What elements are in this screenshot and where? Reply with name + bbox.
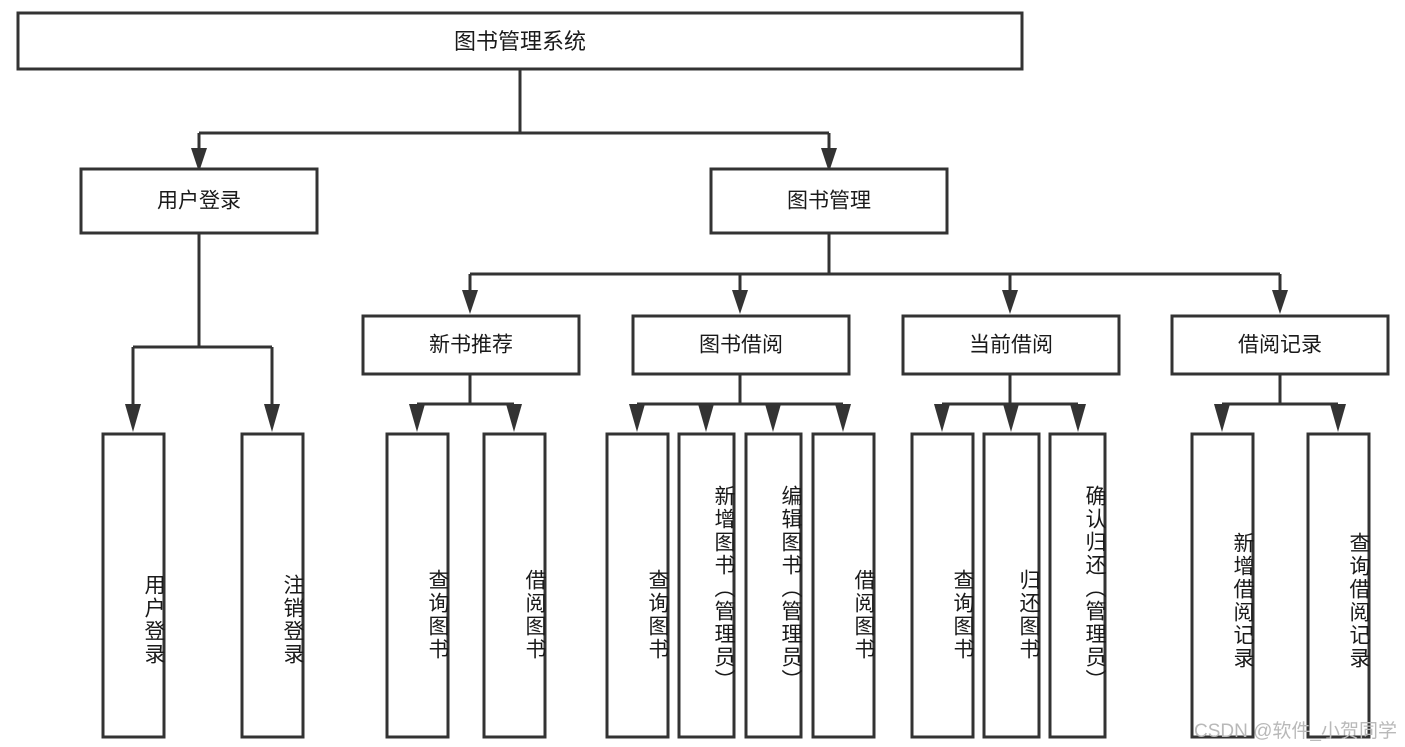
arrow-to-leaf-query-record	[1330, 404, 1346, 432]
node-box-current-borrow[interactable]	[901, 314, 1121, 376]
node-box-borrow-record[interactable]	[1170, 314, 1390, 376]
node-box-root[interactable]	[16, 11, 1024, 71]
node-box-leaf-return-book[interactable]	[982, 432, 1041, 739]
arrow-to-leaf-borrow-book-2	[835, 404, 851, 432]
edge-newbook-to-leaves	[415, 374, 516, 412]
node-book-borrow[interactable]: 图书借阅	[631, 314, 851, 376]
node-box-leaf-query-book-2[interactable]	[605, 432, 670, 739]
node-box-leaf-add-record[interactable]	[1190, 432, 1255, 739]
connector-layer	[125, 69, 1346, 432]
node-label-book-borrow: 图书借阅	[699, 334, 783, 357]
node-label-root: 图书管理系统	[454, 29, 586, 54]
node-box-leaf-edit-book[interactable]	[744, 432, 803, 739]
node-label-current-borrow: 当前借阅	[969, 334, 1053, 357]
arrow-to-leaf-confirm-return	[1070, 404, 1086, 432]
node-layer: 图书管理系统 用户登录 图书管理 新书推荐 图书借阅	[16, 11, 1390, 739]
arrow-to-leaf-query-book-3	[934, 404, 950, 432]
node-label-book-manage: 图书管理	[787, 190, 871, 213]
csdn-watermark: CSDN @软件_小贺同学	[1194, 721, 1397, 742]
edge-userlogin-to-leaves	[131, 233, 274, 404]
arrow-to-leaf-query-book-1	[409, 404, 425, 432]
node-current-borrow[interactable]: 当前借阅	[901, 314, 1121, 376]
node-label-user-login: 用户登录	[157, 190, 241, 213]
node-box-leaf-query-book-3[interactable]	[910, 432, 975, 739]
node-box-book-borrow[interactable]	[631, 314, 851, 376]
node-box-leaf-query-record[interactable]	[1306, 432, 1371, 739]
node-box-new-book-recommend[interactable]	[361, 314, 581, 376]
edge-bookborrow-to-leaves	[635, 374, 845, 412]
arrow-to-leaf-return-book	[1003, 404, 1019, 432]
node-label-borrow-record: 借阅记录	[1238, 334, 1322, 357]
node-box-leaf-logout[interactable]	[240, 432, 305, 739]
edge-root-to-level2-bus	[197, 69, 831, 160]
node-book-manage[interactable]: 图书管理	[709, 167, 949, 235]
node-user-login[interactable]: 用户登录	[79, 167, 319, 235]
arrow-to-current-borrow	[1002, 290, 1018, 314]
arrow-to-book-borrow	[732, 290, 748, 314]
arrow-to-leaf-edit-book	[765, 404, 781, 432]
arrow-to-leaf-query-book-2	[629, 404, 645, 432]
arrow-to-new-book-rec	[462, 290, 478, 314]
arrow-to-leaf-user-login	[125, 404, 141, 432]
node-box-book-manage[interactable]	[709, 167, 949, 235]
node-box-leaf-confirm-return[interactable]	[1048, 432, 1107, 739]
node-new-book-recommend[interactable]: 新书推荐	[361, 314, 581, 376]
arrow-to-borrow-record	[1272, 290, 1288, 314]
node-box-leaf-user-login[interactable]	[101, 432, 166, 739]
node-box-user-login[interactable]	[79, 167, 319, 235]
arrow-to-leaf-borrow-book-1	[506, 404, 522, 432]
node-box-leaf-borrow-book-1[interactable]	[482, 432, 547, 739]
edge-borrowrecord-to-leaves	[1220, 374, 1340, 412]
arrow-to-leaf-logout	[264, 404, 280, 432]
node-box-leaf-add-book[interactable]	[677, 432, 736, 739]
edge-bookmanage-to-level3-bus	[468, 233, 1282, 302]
arrow-to-user-login	[191, 148, 207, 172]
arrow-to-leaf-add-book	[698, 404, 714, 432]
node-box-leaf-borrow-book-2[interactable]	[811, 432, 876, 739]
arrow-to-leaf-add-record	[1214, 404, 1230, 432]
arrow-to-book-manage	[821, 148, 837, 172]
node-label-new-book-recommend: 新书推荐	[429, 334, 513, 357]
node-box-leaf-query-book-1[interactable]	[385, 432, 450, 739]
node-root-system[interactable]: 图书管理系统	[16, 11, 1024, 71]
node-borrow-record[interactable]: 借阅记录	[1170, 314, 1390, 376]
